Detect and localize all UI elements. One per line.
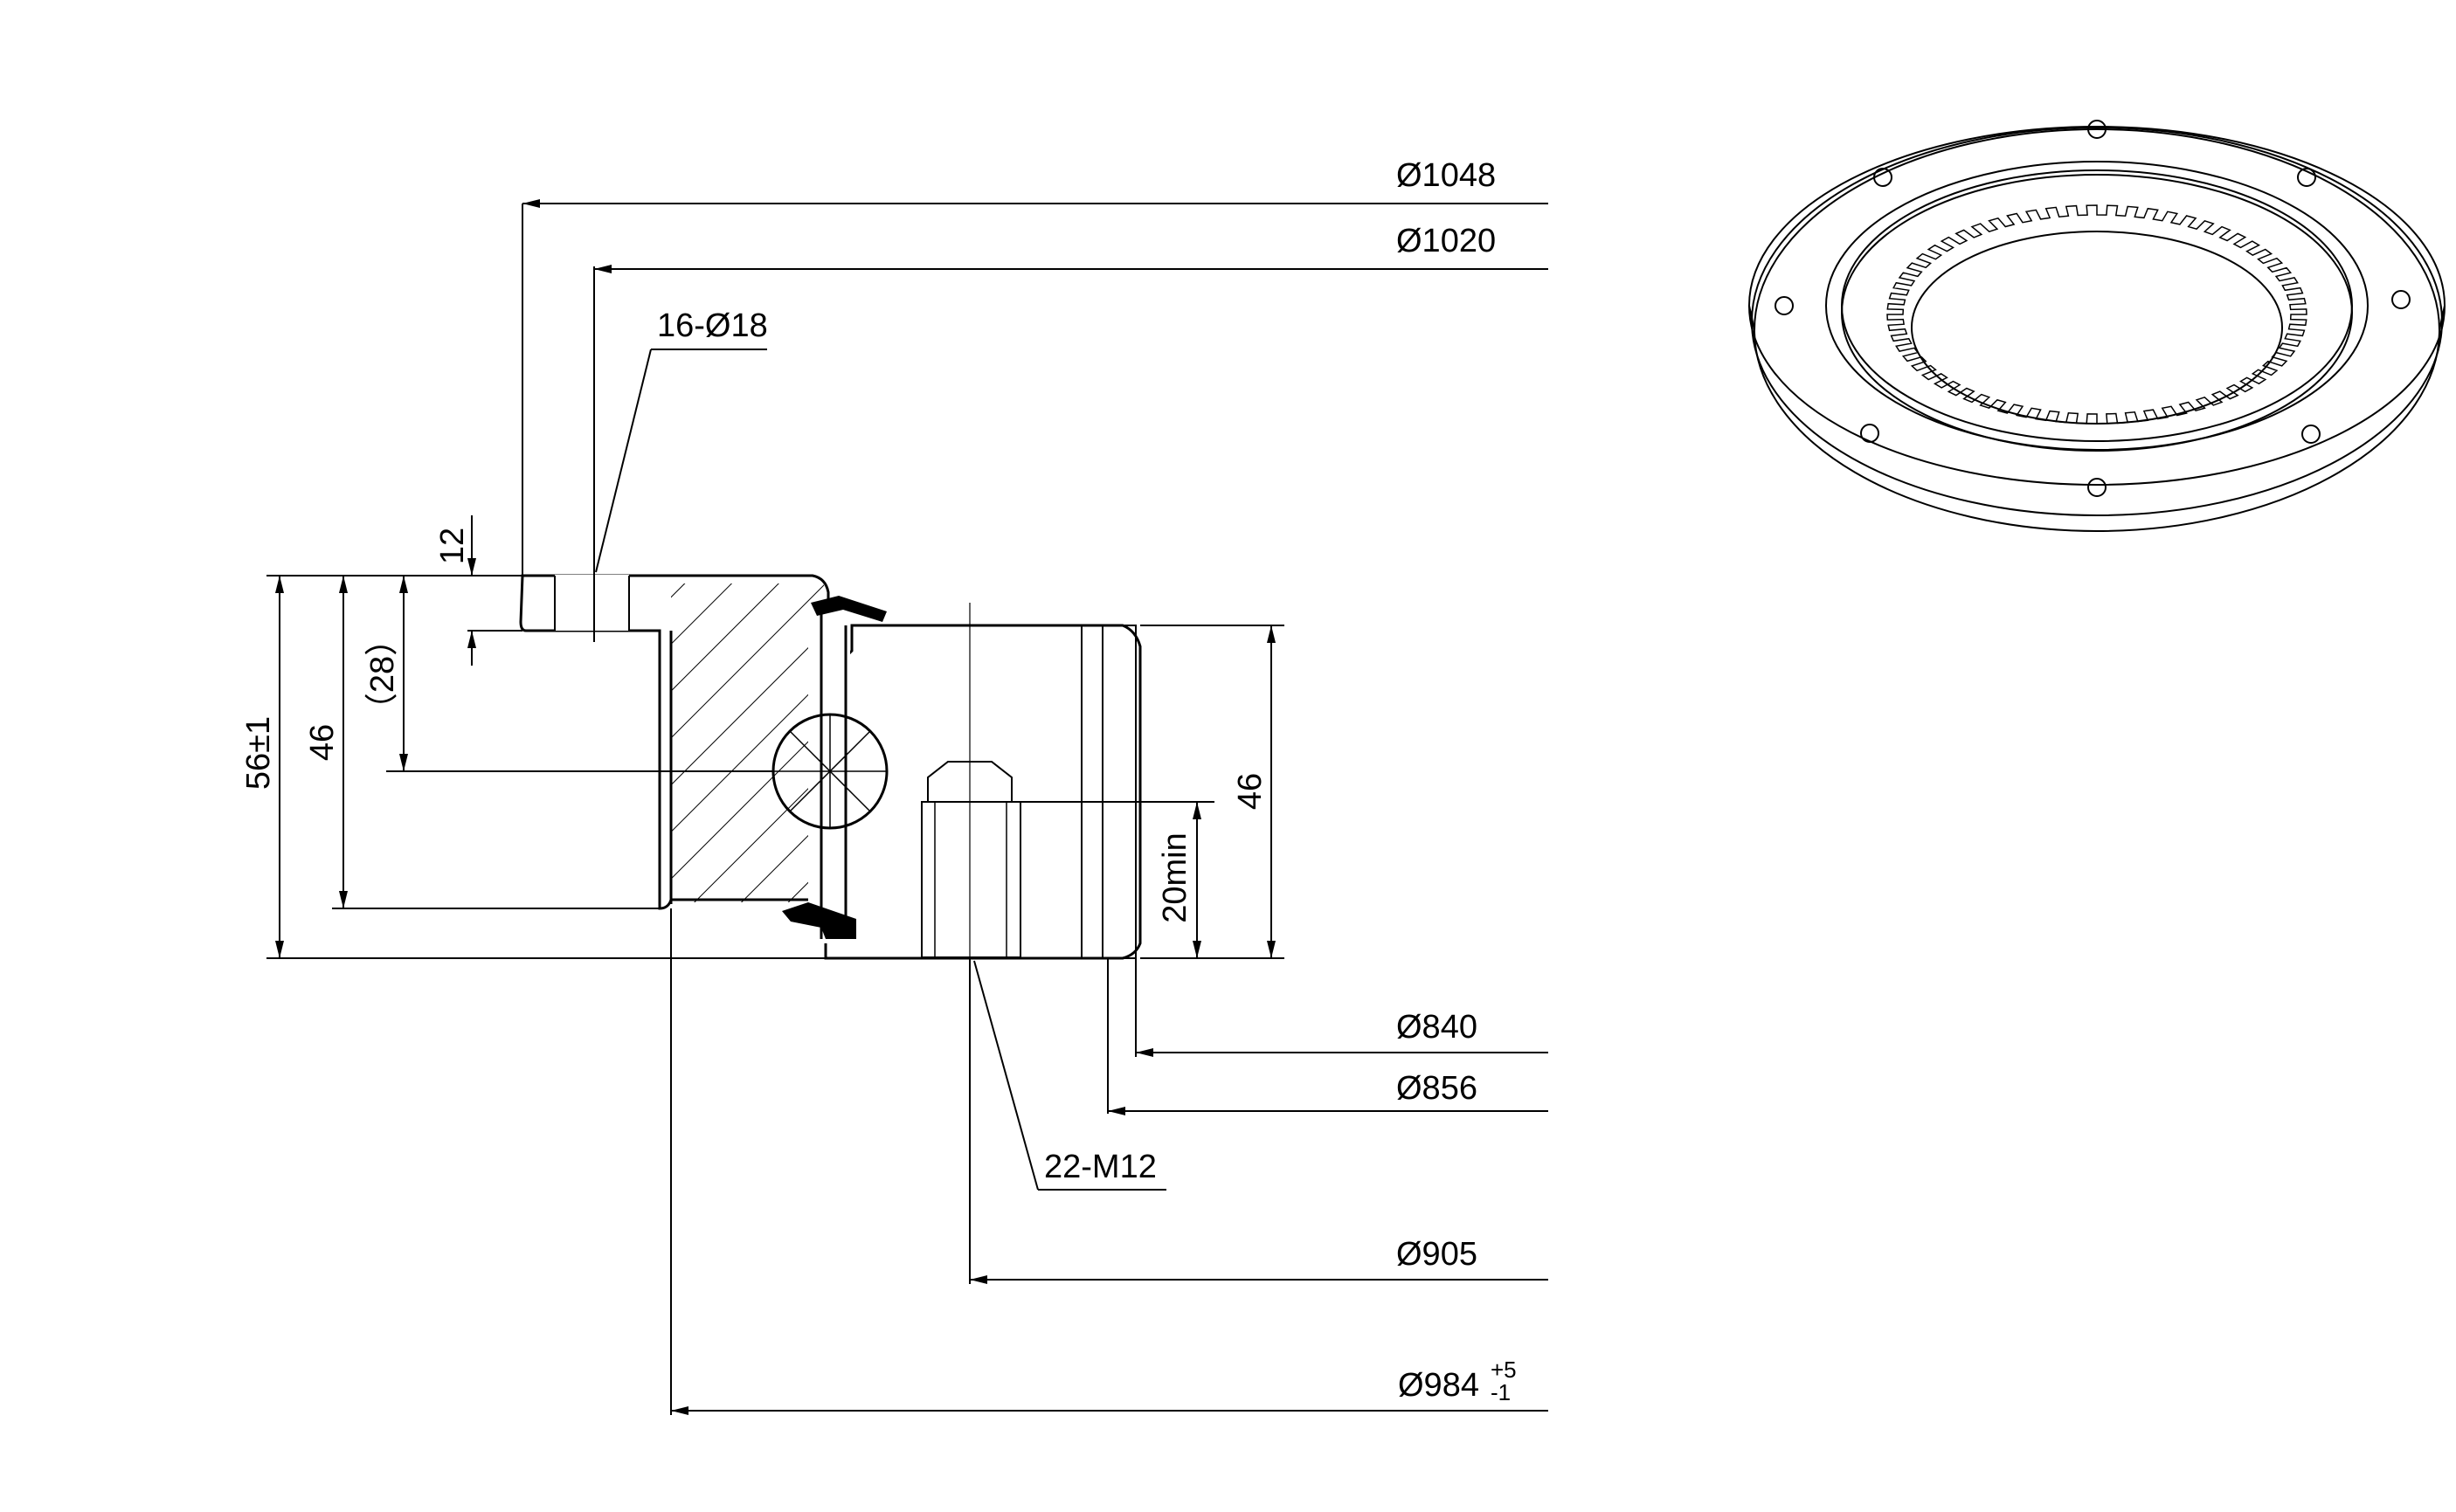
label-inner-ring-height: 46 <box>1232 773 1269 810</box>
dimension-lines <box>266 199 1548 1415</box>
label-total-height: 56±1 <box>240 716 277 790</box>
top-seal <box>811 596 887 622</box>
dimension-labels: Ø1048 Ø1020 16-Ø18 12 56±1 46 （28） 46 20… <box>240 157 1517 1405</box>
label-thread-depth: 20min <box>1157 832 1193 923</box>
label-outer-ring-height: 46 <box>304 724 341 761</box>
label-flange-holes: 16-Ø18 <box>657 307 768 344</box>
gear-tooth-profile <box>1886 204 2307 425</box>
isometric-ring-view <box>1748 120 2446 532</box>
outer-ring-body <box>671 583 824 902</box>
flange-hole-marks <box>1775 120 2411 497</box>
label-tolerance-minus: -1 <box>1491 1379 1511 1405</box>
flange-hole-gap <box>555 575 629 631</box>
label-tolerance-plus: +5 <box>1491 1357 1517 1383</box>
label-outer-ring-diameter: Ø984 <box>1398 1367 1479 1404</box>
label-bolt-circle-outer: Ø1020 <box>1396 223 1496 259</box>
tapped-hole <box>921 801 1021 958</box>
outer-ring-section <box>519 574 830 910</box>
label-ball-center-height: （28） <box>364 623 401 726</box>
ball <box>771 713 889 830</box>
label-inner-ring-bore: Ø856 <box>1396 1070 1477 1107</box>
bottom-seal <box>782 902 856 939</box>
gear-tooth-strip <box>1081 625 1137 959</box>
label-gear-root-diameter: Ø840 <box>1396 1009 1477 1046</box>
gear-teeth <box>1886 204 2307 425</box>
cross-section <box>519 574 1142 960</box>
label-flange-thickness: 12 <box>434 528 471 564</box>
label-tapped-holes: 22-M12 <box>1044 1149 1157 1185</box>
inner-ring-section <box>824 624 1142 960</box>
label-inner-bolt-circle: Ø905 <box>1396 1236 1477 1273</box>
label-outer-flange-diameter: Ø1048 <box>1396 157 1496 194</box>
